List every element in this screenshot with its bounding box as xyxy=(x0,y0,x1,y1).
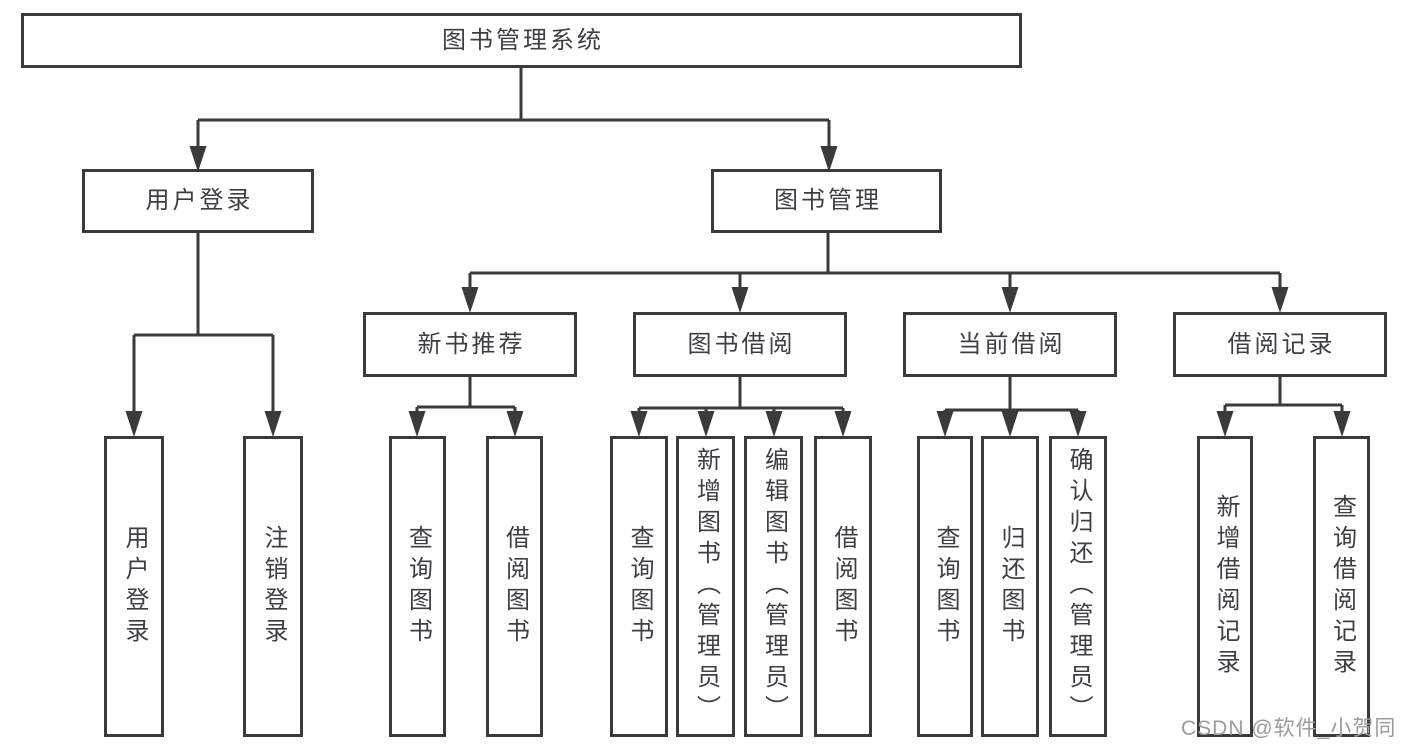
arrowhead-icon xyxy=(1216,411,1234,437)
leaf-user-login: 用户登录 xyxy=(104,436,164,737)
node-library-management-system: 图书管理系统 xyxy=(21,13,1022,68)
arrowhead-icon xyxy=(630,411,648,437)
arrowhead-icon xyxy=(1333,411,1351,437)
leaf-label: 查询图书 xyxy=(932,524,959,649)
leaf-label: 查询图书 xyxy=(626,524,653,649)
node-book-management: 图书管理 xyxy=(711,169,942,233)
leaf-label: 注销登录 xyxy=(260,524,287,649)
node-user-login: 用户登录 xyxy=(82,169,314,233)
arrowhead-icon xyxy=(408,411,426,437)
leaf-query-books-borrow: 查询图书 xyxy=(610,436,668,737)
node-label: 图书管理系统 xyxy=(442,26,604,54)
connector-path xyxy=(943,377,1080,421)
connector-path xyxy=(468,232,1282,297)
leaf-label: 用户登录 xyxy=(121,524,148,649)
leaf-label: 归还图书 xyxy=(997,524,1024,649)
leaf-borrow-books: 借阅图书 xyxy=(814,436,872,737)
node-book-borrowing: 图书借阅 xyxy=(633,312,847,377)
leaf-add-borrow-record: 新增借阅记录 xyxy=(1197,436,1253,737)
node-new-book-recommendation: 新书推荐 xyxy=(363,312,577,377)
leaf-query-books-current: 查询图书 xyxy=(917,436,973,737)
leaf-add-books-admin: 新增图书（管理员） xyxy=(676,436,735,737)
arrowhead-icon xyxy=(125,411,143,437)
leaf-label: 编辑图书（管理员） xyxy=(760,447,788,726)
connector-path xyxy=(637,377,845,421)
node-label: 借阅记录 xyxy=(1227,330,1336,358)
node-label: 图书管理 xyxy=(774,187,882,214)
arrowhead-icon xyxy=(1271,287,1289,313)
node-current-borrowing: 当前借阅 xyxy=(903,312,1117,377)
node-label: 新书推荐 xyxy=(417,330,526,358)
leaf-query-borrow-record: 查询借阅记录 xyxy=(1313,436,1370,737)
arrowhead-icon xyxy=(461,287,479,313)
arrowhead-icon xyxy=(936,411,954,437)
leaf-label: 确认归还（管理员） xyxy=(1065,447,1092,726)
leaf-borrow-books-recommend: 借阅图书 xyxy=(486,436,543,737)
leaf-label: 借阅图书 xyxy=(501,524,529,649)
arrowhead-icon xyxy=(731,287,749,313)
leaf-return-books: 归还图书 xyxy=(981,436,1039,737)
leaf-query-books-recommend: 查询图书 xyxy=(389,436,446,737)
arrowhead-icon xyxy=(1001,287,1019,313)
leaf-edit-books-admin: 编辑图书（管理员） xyxy=(744,436,803,737)
connector-path xyxy=(415,377,517,421)
connector-path xyxy=(132,232,275,421)
csdn-watermark: CSDN @软件_小贺同学 xyxy=(1181,717,1397,740)
node-label: 图书借阅 xyxy=(687,330,796,358)
leaf-label: 借阅图书 xyxy=(830,524,857,649)
connector-path xyxy=(1223,377,1344,421)
arrowhead-icon xyxy=(1069,411,1087,437)
connector-path xyxy=(196,68,831,156)
arrowhead-icon xyxy=(506,411,524,437)
leaf-label: 新增图书（管理员） xyxy=(692,447,720,726)
leaf-label: 查询借阅记录 xyxy=(1328,493,1356,680)
leaf-confirm-return-admin: 确认归还（管理员） xyxy=(1049,436,1107,737)
arrowhead-icon xyxy=(697,411,715,437)
arrowhead-icon xyxy=(765,411,783,437)
node-borrowing-records: 借阅记录 xyxy=(1173,312,1387,377)
leaf-label: 新增借阅记录 xyxy=(1212,493,1239,680)
node-label: 当前借阅 xyxy=(957,330,1066,358)
arrowhead-icon xyxy=(1001,411,1019,437)
leaf-logout: 注销登录 xyxy=(243,436,303,737)
leaf-label: 查询图书 xyxy=(404,524,432,649)
arrowhead-icon xyxy=(264,411,282,437)
arrowhead-icon xyxy=(834,411,852,437)
node-label: 用户登录 xyxy=(145,187,254,214)
